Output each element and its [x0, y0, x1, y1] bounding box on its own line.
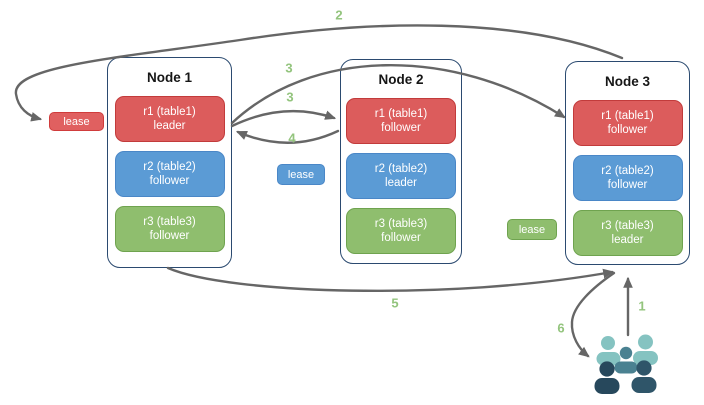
- step-label-2: 2: [335, 7, 343, 23]
- replica-role-label: leader: [611, 234, 644, 246]
- arrow-step-5-node1-to-node3: [166, 266, 615, 293]
- replica-role-label: leader: [153, 120, 186, 132]
- replica-range-label: r1 (table1): [143, 106, 196, 118]
- node-3: Node 3 r1 (table1) follower r2 (table2) …: [565, 61, 690, 265]
- replica-range-label: r1 (table1): [601, 110, 654, 122]
- step-label-1: 1: [638, 298, 646, 314]
- replica-range-label: r3 (table3): [601, 220, 654, 232]
- user-middle-icon: [614, 346, 638, 374]
- replica-role-label: follower: [381, 232, 421, 244]
- replica-role-label: follower: [381, 122, 421, 134]
- user-back-right-icon: [633, 334, 658, 365]
- node-2-title: Node 2: [378, 72, 424, 87]
- replica-role-label: leader: [385, 177, 417, 189]
- replica-range-label: r2 (table2): [601, 165, 654, 177]
- node-1: Node 1 r1 (table1) leader r2 (table2) fo…: [107, 57, 232, 268]
- replica-role-label: follower: [607, 179, 648, 191]
- user-front-right-icon: [631, 360, 657, 393]
- node-3-replica-r2: r2 (table2) follower: [572, 155, 683, 201]
- replica-range-label: r2 (table2): [143, 161, 196, 173]
- users-group-icon: [594, 334, 658, 394]
- node-2-replica-r3: r3 (table3) follower: [346, 208, 456, 254]
- user-back-left-icon: [596, 336, 621, 366]
- replica-role-label: follower: [607, 124, 648, 136]
- node-2: Node 2 r1 (table1) follower r2 (table2) …: [340, 59, 462, 264]
- step-label-3a: 3: [285, 60, 293, 76]
- replica-range-label: r3 (table3): [143, 216, 196, 228]
- replica-role-label: follower: [149, 230, 190, 242]
- lease-badge-red: lease: [49, 112, 104, 131]
- replica-range-label: r2 (table2): [374, 163, 428, 175]
- node-2-replica-r1: r1 (table1) follower: [346, 98, 456, 144]
- node-3-replica-r3: r3 (table3) leader: [572, 210, 683, 256]
- lease-badge-green: lease: [507, 219, 557, 240]
- step-label-5: 5: [391, 295, 399, 311]
- node-1-replica-r2: r2 (table2) follower: [114, 151, 225, 197]
- step-label-4: 4: [288, 130, 296, 146]
- node-3-title: Node 3: [604, 74, 650, 89]
- lease-badge-blue: lease: [277, 164, 325, 185]
- node-1-replica-r3: r3 (table3) follower: [114, 206, 225, 252]
- replica-range-label: r1 (table1): [374, 108, 428, 120]
- replica-range-label: r3 (table3): [374, 218, 428, 230]
- step-label-3b: 3: [286, 89, 294, 105]
- node-3-replica-r1: r1 (table1) follower: [572, 100, 683, 146]
- user-front-left-icon: [594, 361, 620, 394]
- node-1-replica-r1: r1 (table1) leader: [114, 96, 225, 142]
- node-1-title: Node 1: [146, 70, 192, 85]
- replica-role-label: follower: [149, 175, 190, 187]
- arrow-step-3-node1-to-node2: [230, 109, 337, 128]
- step-label-6: 6: [557, 320, 565, 336]
- node-2-replica-r2: r2 (table2) leader: [346, 153, 456, 199]
